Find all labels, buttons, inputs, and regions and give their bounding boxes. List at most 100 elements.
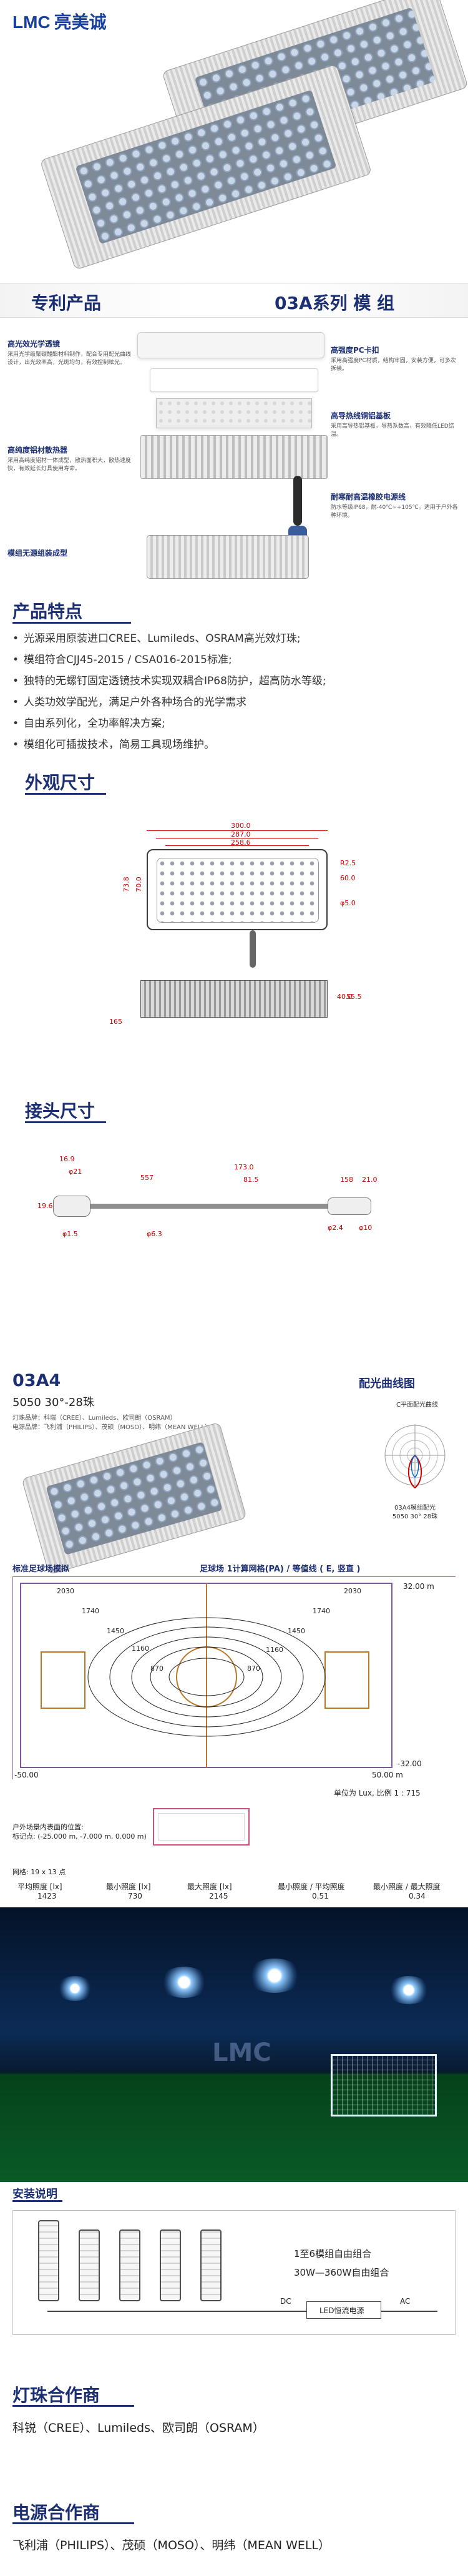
- contour-label: 2030: [57, 1587, 74, 1595]
- model-module-photo: [21, 1422, 247, 1575]
- isolux-chart: 32.00 m -32.00 -50.00 50.00 m 2030 1740 …: [12, 1576, 456, 1780]
- heatsink-layer: [140, 435, 328, 479]
- conn-dim-81-5: 81.5: [243, 1176, 259, 1184]
- stats-header-2: 最大照度 [lx]: [187, 1882, 232, 1891]
- conn-dim-158: 158: [340, 1176, 353, 1184]
- appearance-title: 外观尺寸: [25, 772, 95, 793]
- assembled-module: [147, 535, 309, 579]
- contour-label: 870: [150, 1664, 163, 1673]
- conn-dim-phi10: φ10: [359, 1224, 373, 1232]
- goal-net: [331, 2054, 437, 2116]
- conn-dim-16-9: 16.9: [59, 1155, 75, 1163]
- product-header-bar: 专利产品 03A系列 模 组: [0, 283, 468, 318]
- stadium-light: [56, 1976, 94, 2001]
- install-header-bar: [0, 2185, 468, 2204]
- stats-value-4: 0.34: [409, 1892, 426, 1900]
- feature-item: 人类功效学配光，满足户外各种场合的光学需求: [12, 693, 246, 709]
- isolux-title-left: 标准足球场模拟: [12, 1565, 70, 1574]
- model-desc-2: 电源品牌：飞利浦（PHILIPS）、茂硕（MOSO）、明纬（MEAN WELL）: [12, 1424, 211, 1431]
- contour-label: 1450: [107, 1627, 124, 1635]
- feature-item: 模组符合CJJ45-2015 / CSA016-2015标准;: [12, 651, 232, 666]
- isolux-position-title: 户外场景内表面的位置:: [12, 1823, 84, 1831]
- isolux-unit: 单位为 Lux, 比例 1 : 715: [334, 1789, 421, 1797]
- contour-label: 1160: [266, 1646, 283, 1654]
- install-title-underline: [12, 2200, 62, 2202]
- dim-287: 287.0: [231, 830, 251, 838]
- feature-item: 光源采用原装进口CREE、Lumileds、OSRAM高光效灯珠;: [12, 629, 301, 645]
- install-module: [79, 2229, 100, 2301]
- driver-text: LED恒流电源: [319, 2306, 364, 2315]
- curve-caption-2: 5050 30° 28珠: [392, 1513, 438, 1520]
- label-heatsink: 高纯度铝材散热器 采用高纯度铝材一体成型，散热面积大，散热速度快，有效延长灯具使…: [7, 446, 132, 472]
- install-line-1: 1至6模组自由组合: [294, 2248, 372, 2259]
- model-spec: 5050 30°-28珠: [12, 1396, 94, 1409]
- label-pc-clip: 高强度PC卡扣 采用高强度PC材质，结构牢固，安装方便，可多次拆装。: [331, 346, 456, 372]
- led-partner-title: 灯珠合作商: [12, 2385, 100, 2406]
- driver-partner-underline: [12, 2522, 134, 2524]
- contour-label: 1740: [82, 1607, 99, 1615]
- product-right-title: 03A系列 模 组: [275, 293, 395, 313]
- install-wire: [47, 2311, 316, 2312]
- feature-item: 自由系列化，全功率解决方案;: [12, 714, 165, 730]
- features-title-underline: [12, 622, 131, 624]
- connector-title: 接头尺寸: [25, 1101, 95, 1121]
- isolux-preview-box: [153, 1808, 250, 1846]
- stadium-light: [387, 1976, 431, 2004]
- stats-value-2: 2145: [209, 1892, 228, 1900]
- curve-inner-label: C平面配光曲线: [396, 1402, 438, 1408]
- conn-dim-phi6-3: φ6.3: [147, 1230, 162, 1238]
- stats-header-1: 最小照度 [lx]: [106, 1882, 151, 1891]
- dim-73: 73.8: [122, 877, 130, 892]
- conn-dim-173: 173.0: [234, 1163, 254, 1171]
- feature-item: 模组化可插拔技术，简易工具现场维护。: [12, 735, 215, 751]
- contour-label: 1450: [288, 1627, 305, 1635]
- label-lens: 高光效光学透镜 采用光学级聚碳酸酯材料制作，配合专用配光曲线设计，出光效率高，光…: [7, 340, 132, 366]
- install-module: [119, 2229, 140, 2301]
- hero-led-grid-bottom: [75, 89, 337, 245]
- pc-clip-layer: [150, 368, 318, 392]
- isolux-axis-bottom: 50.00 m: [372, 1771, 403, 1779]
- led-partner-underline: [12, 2405, 134, 2407]
- appearance-drawing: 300.0 287.0 258.6 73.8 70.0 R2.5 60.0 φ5…: [34, 805, 440, 1071]
- model-led-grid: [46, 1442, 223, 1555]
- product-left-title: 专利产品: [31, 293, 102, 313]
- conn-dim-557: 557: [140, 1174, 154, 1182]
- conn-dim-19-6: 19.6: [37, 1202, 53, 1210]
- stadium-light: [246, 1959, 303, 1993]
- model-desc-1: 灯珠品牌：科瑞（CREE）、Lumileds、欧司朗（OSRAM）: [12, 1415, 177, 1422]
- dim-r25: R2.5: [340, 859, 356, 867]
- dim-phi5: φ5.0: [340, 899, 356, 907]
- conn-dim-phi21: φ21: [69, 1168, 82, 1176]
- ac-wire: [381, 2311, 437, 2312]
- dim-165: 165: [109, 1018, 122, 1026]
- contour-label: 1160: [132, 1644, 149, 1653]
- stats-header-0: 平均照度 [lx]: [17, 1882, 62, 1891]
- dim-70: 70.0: [134, 877, 143, 892]
- stats-value-3: 0.51: [312, 1892, 329, 1900]
- dim-258: 258.6: [231, 838, 251, 847]
- label-pcb: 高导热线铜铝基板 采用高导热铝基板，导热系数高，有效降低LED结温。: [331, 411, 454, 438]
- watermark: LMC: [212, 2038, 271, 2067]
- lens-layer: [137, 332, 324, 358]
- isolux-axis-right: -32.00: [397, 1759, 422, 1768]
- stadium-light: [159, 1967, 209, 1998]
- light-curve-chart: C平面配光曲线 03A4模组配光 5050 30° 28珠: [378, 1396, 468, 1540]
- install-line-2: 30W—360W自由组合: [294, 2267, 389, 2278]
- stats-header-4: 最小照度 / 最大照度: [373, 1882, 441, 1891]
- connector-right: [328, 1197, 371, 1215]
- stats-value-1: 730: [128, 1892, 142, 1900]
- ac-label: AC: [400, 2297, 411, 2306]
- isolux-grid: 网格: 19 x 13 点: [12, 1868, 66, 1876]
- pcb-layer: [156, 398, 312, 428]
- dim-60: 60.0: [340, 874, 356, 882]
- conn-dim-phi1-5: φ1.5: [62, 1230, 78, 1238]
- stats-value-0: 1423: [37, 1892, 57, 1900]
- driver-box: LED恒流电源: [306, 2301, 381, 2319]
- connector-drawing: 16.9 φ21 557 173.0 81.5 158 21.0 19.6 φ1…: [34, 1136, 440, 1280]
- label-assembly: 模组无源组装成型: [7, 549, 68, 558]
- isolux-axis-left: -50.00: [14, 1771, 39, 1779]
- install-module: [160, 2229, 181, 2301]
- led-partner-text: 科锐（CREE）、Lumileds、欧司朗（OSRAM）: [12, 2421, 265, 2435]
